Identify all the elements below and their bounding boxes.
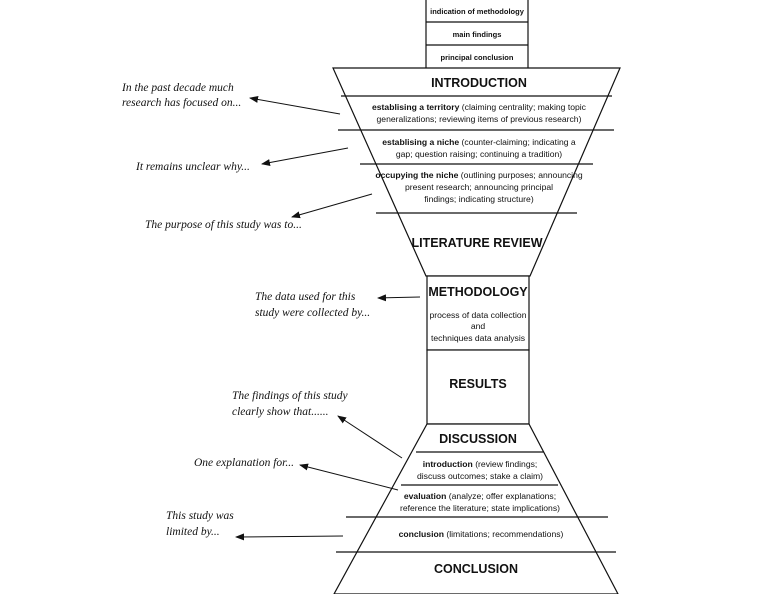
discussion-move-introduction-line2: discuss outcomes; stake a claim) xyxy=(417,471,543,481)
arrow-methodology xyxy=(377,294,421,302)
discussion-move-conclusion-line1: conclusion (limitations; recommendations… xyxy=(399,529,564,539)
arrow-evaluation xyxy=(299,463,399,491)
methodology-line3: techniques data analysis xyxy=(431,333,525,343)
arrow-occupy xyxy=(291,193,373,219)
discussion-move-evaluation-line2: reference the literature; state implicat… xyxy=(400,503,560,513)
intro-move-occupy-line1: occupying the niche (outlining purposes;… xyxy=(375,170,583,180)
discussion-move-evaluation-line1: evaluation (analyze; offer explanations; xyxy=(404,491,556,501)
discussion-move-evaluation-label: evaluation xyxy=(404,491,447,501)
arrow-conclusion xyxy=(235,533,344,541)
methodology-title: METHODOLOGY xyxy=(428,285,528,299)
introduction-section: INTRODUCTION establising a territory (cl… xyxy=(332,67,621,277)
phrase-data-used-line1: The data used for this xyxy=(255,291,356,303)
intro-move-occupy-desc: (outlining purposes; announcing xyxy=(458,170,582,180)
discussion-move-introduction-desc: (review findings; xyxy=(473,459,537,469)
phrase-past-decade-line2: research has focused on... xyxy=(122,97,241,109)
phrase-past-decade-line1: In the past decade much xyxy=(121,82,234,94)
phrase-findings-line2: clearly show that...... xyxy=(232,406,328,418)
phrase-data-used-line2: study were collected by... xyxy=(255,307,370,319)
example-phrases: In the past decade much research has foc… xyxy=(121,82,370,538)
intro-move-territory-label: establising a territory xyxy=(372,102,460,112)
discussion-move-conclusion-desc: (limitations; recommendations) xyxy=(444,529,564,539)
intro-move-territory-desc: (claiming centrality; making topic xyxy=(459,102,586,112)
phrase-remains-unclear: It remains unclear why... xyxy=(135,161,250,173)
arrow-discussion-introduction xyxy=(337,415,403,459)
results-title: RESULTS xyxy=(449,377,506,391)
conclusion-title: CONCLUSION xyxy=(434,562,518,576)
intro-move-niche-line1: establising a niche (counter-claiming; i… xyxy=(382,137,576,147)
phrase-findings-line1: The findings of this study xyxy=(232,390,349,402)
intro-move-occupy-line2: present research; announcing principal xyxy=(405,182,553,192)
intro-move-niche-label: establising a niche xyxy=(382,137,459,147)
discussion-section: DISCUSSION introduction (review findings… xyxy=(333,423,619,594)
arrow-niche xyxy=(261,147,349,166)
discussion-move-introduction-label: introduction xyxy=(423,459,473,469)
methodology-line1: process of data collection xyxy=(430,310,527,320)
intro-move-occupy-line3: findings; indicating structure) xyxy=(424,194,534,204)
intro-move-niche-desc: (counter-claiming; indicating a xyxy=(459,137,576,147)
arrow-territory xyxy=(249,95,341,115)
intro-move-territory-line2: generalizations; reviewing items of prev… xyxy=(377,114,582,124)
discussion-move-conclusion-label: conclusion xyxy=(399,529,444,539)
phrase-purpose: The purpose of this study was to... xyxy=(145,219,302,231)
phrase-limited-line2: limited by... xyxy=(166,526,220,538)
discussion-move-evaluation-desc: (analyze; offer explanations; xyxy=(446,491,556,501)
phrase-limited-line1: This study was xyxy=(166,510,234,522)
introduction-title: INTRODUCTION xyxy=(431,76,527,90)
intro-move-territory-line1: establising a territory (claiming centra… xyxy=(372,102,587,112)
discussion-title: DISCUSSION xyxy=(439,432,517,446)
abstract-item-methodology: indication of methodology xyxy=(430,7,525,16)
intro-move-occupy-label: occupying the niche xyxy=(375,170,458,180)
phrase-explanation: One explanation for... xyxy=(194,457,294,469)
intro-move-niche-line2: gap; question raising; continuing a trad… xyxy=(396,149,562,159)
methodology-line2: and xyxy=(471,321,486,331)
literature-review-title: LITERATURE REVIEW xyxy=(411,236,542,250)
abstract-section: indication of methodology main findings … xyxy=(425,0,529,68)
connector-arrows xyxy=(235,95,421,541)
abstract-item-conclusion: principal conclusion xyxy=(441,53,514,62)
results-section: RESULTS xyxy=(426,349,530,425)
abstract-item-findings: main findings xyxy=(453,30,502,39)
methodology-section: METHODOLOGY process of data collection a… xyxy=(426,275,530,351)
discussion-move-introduction-line1: introduction (review findings; xyxy=(423,459,538,469)
